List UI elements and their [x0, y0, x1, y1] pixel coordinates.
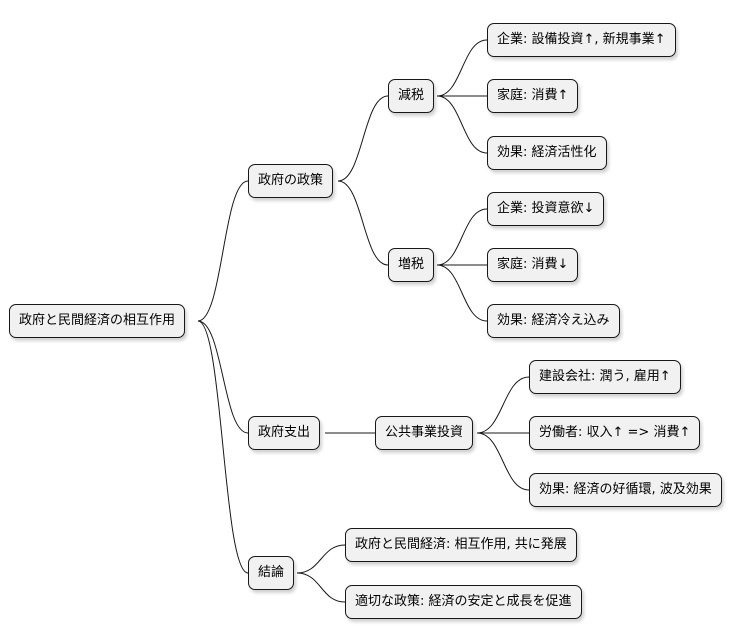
leaf-conclusion-policy: 適切な政策: 経済の安定と成長を促進	[345, 585, 582, 619]
connector-conclusion-child-2	[296, 572, 346, 603]
leaf-tax-cut-business: 企業: 設備投資↑, 新規事業↑	[487, 23, 676, 57]
leaf-public-works-workers: 労働者: 収入↑ => 消費↑	[529, 416, 701, 450]
connector-tax-cut-child-3	[436, 95, 488, 154]
leaf-conclusion-interaction: 政府と民間経済: 相互作用, 共に発展	[345, 528, 577, 562]
leaf-tax-cut-household: 家庭: 消費↑	[487, 79, 579, 113]
leaf-tax-increase-household: 家庭: 消費↓	[487, 248, 579, 282]
root-topic-node: 政府と民間経済の相互作用	[9, 304, 186, 338]
node-tax-increase: 増税	[388, 248, 435, 282]
branch-government-spending: 政府支出	[248, 416, 321, 450]
connector-tax-increase-child-1	[436, 208, 488, 266]
connector-policy-tax-cut	[337, 95, 389, 182]
connector-tax-cut-child-1	[436, 39, 488, 97]
connector-public-works-child-3	[476, 432, 530, 491]
leaf-public-works-construction: 建設会社: 潤う, 雇用↑	[529, 360, 681, 394]
connector-root-conclusion	[197, 320, 249, 574]
leaf-tax-cut-effect: 効果: 経済活性化	[487, 136, 607, 170]
branch-conclusion: 結論	[248, 556, 295, 590]
connector-policy-tax-increase	[337, 180, 389, 266]
leaf-tax-increase-business: 企業: 投資意欲↓	[487, 192, 605, 226]
connector-conclusion-child-1	[296, 544, 346, 574]
connector-public-works-child-1	[476, 376, 530, 434]
leaf-public-works-effect: 効果: 経済の好循環, 波及効果	[529, 473, 722, 507]
node-tax-cut: 減税	[388, 79, 435, 113]
leaf-tax-increase-effect: 効果: 経済冷え込み	[487, 304, 620, 338]
connector-tax-increase-child-3	[436, 264, 488, 322]
branch-government-policy: 政府の政策	[248, 164, 334, 198]
connector-root-policy	[197, 180, 249, 322]
connector-root-spending	[197, 320, 249, 434]
node-public-works-investment: 公共事業投資	[375, 416, 474, 450]
